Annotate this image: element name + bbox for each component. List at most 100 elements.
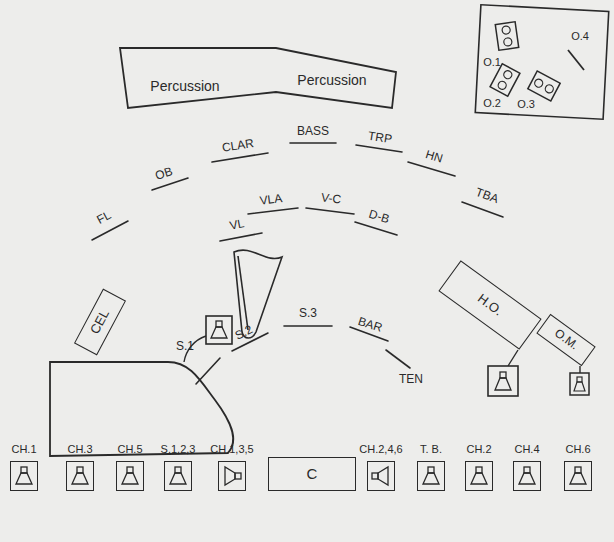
loudspeaker: CH.2,4,6	[358, 443, 403, 491]
speaker-icon	[117, 462, 145, 492]
speaker-cone	[570, 473, 586, 484]
instrument-label: S.2	[233, 323, 255, 343]
instrument-label: CLAR	[221, 137, 255, 155]
speaker-glyph	[423, 467, 439, 484]
loudspeaker: CH.3	[65, 443, 95, 491]
speaker-box	[465, 461, 493, 491]
speaker-magnet	[127, 467, 133, 473]
speaker-box	[367, 461, 395, 491]
speaker-cone	[170, 473, 186, 484]
section-name: Percussion	[297, 72, 366, 88]
overhead-frame	[475, 5, 608, 120]
loudspeaker: T. B.	[416, 443, 446, 491]
overhead-speaker-group	[475, 5, 608, 120]
instrument-label: V-C	[320, 191, 341, 207]
speaker-cone	[225, 467, 235, 485]
instrument-label: BAR	[356, 315, 384, 335]
speaker-box	[116, 461, 144, 491]
loudspeaker: CH.2	[464, 443, 494, 491]
speaker-magnet	[175, 467, 181, 473]
loudspeaker	[206, 316, 232, 344]
speaker-driver	[502, 26, 511, 35]
speaker-box	[66, 461, 94, 491]
harp-column	[238, 256, 248, 330]
instrument-label: OB	[154, 165, 175, 183]
instrument-label: FL	[95, 209, 114, 227]
instrument-box: CEL	[74, 289, 126, 356]
loudspeaker: CH.1,3,5	[209, 443, 254, 491]
instrument-label: BASS	[297, 125, 329, 138]
speaker-driver	[533, 78, 544, 89]
seat-line	[248, 208, 298, 214]
speaker-driver	[544, 83, 555, 94]
speaker-driver	[497, 80, 508, 91]
seat-line	[462, 202, 503, 217]
ho-wire	[508, 350, 518, 366]
speaker-box	[570, 373, 589, 395]
speaker-magnet	[577, 377, 582, 382]
instrument-label: S.3	[299, 307, 317, 320]
channel-label: CH.2,4,6	[359, 443, 402, 456]
instrument-box: O.M.	[536, 314, 595, 366]
speaker-box	[10, 461, 38, 491]
conductor-label: C	[307, 465, 318, 482]
speaker-box	[206, 316, 232, 344]
speaker-driver	[503, 37, 512, 46]
speaker-icon	[67, 462, 95, 492]
speaker-box	[218, 461, 246, 491]
speaker-magnet	[575, 467, 581, 473]
speaker-icon	[368, 462, 396, 492]
channel-label: CH.4	[514, 443, 539, 456]
speaker-label: O.1	[483, 56, 501, 68]
instrument-label: TBA	[474, 186, 500, 206]
speaker-label: O.4	[571, 30, 589, 42]
speaker-magnet	[428, 467, 434, 473]
channel-label: CH.1	[11, 443, 36, 456]
section-name: Percussion	[150, 78, 219, 94]
seat-line	[284, 325, 332, 327]
seat-line	[290, 142, 336, 144]
instrument-positions	[92, 143, 503, 384]
instrument-label: TEN	[399, 373, 423, 386]
speaker-cone	[519, 473, 535, 484]
instrument-label: S.1	[176, 340, 194, 353]
instrument-label: VL	[229, 217, 246, 233]
speaker-cone	[122, 473, 138, 484]
speaker-magnet	[372, 473, 378, 479]
speaker-icon	[165, 462, 193, 492]
speaker-cone	[495, 378, 511, 390]
speaker-box	[564, 461, 592, 491]
speaker-icon	[11, 462, 39, 492]
seat-line	[355, 222, 397, 235]
seat-line	[356, 145, 402, 152]
loudspeaker: CH.6	[563, 443, 593, 491]
channel-label: CH.6	[565, 443, 590, 456]
seat-line	[92, 221, 128, 240]
speaker-box	[528, 71, 560, 101]
instrument-name: O.M.	[551, 327, 580, 353]
channel-label: CH.3	[67, 443, 92, 456]
loudspeaker: CH.4	[512, 443, 542, 491]
speaker-box	[513, 461, 541, 491]
speaker-glyph	[471, 467, 487, 484]
overhead-speaker	[528, 71, 560, 101]
speaker-icon	[514, 462, 542, 492]
instrument-box: H.O.	[438, 260, 541, 350]
om-wire	[579, 366, 580, 373]
speaker-cone	[574, 382, 585, 391]
speaker-cone	[378, 467, 388, 485]
percussion-band	[120, 48, 396, 108]
speaker-box	[488, 366, 518, 396]
instrument-name: H.O.	[475, 291, 505, 319]
speaker-magnet	[216, 321, 222, 327]
harp	[234, 250, 282, 338]
speaker-cone	[211, 327, 227, 338]
speaker-glyph	[519, 467, 535, 484]
speaker-label: O.2	[483, 97, 501, 109]
loudspeaker	[488, 366, 518, 396]
channel-label: CH.2	[466, 443, 491, 456]
channel-label: S.1,2,3	[161, 443, 196, 456]
loudspeaker: CH.1	[9, 443, 39, 491]
